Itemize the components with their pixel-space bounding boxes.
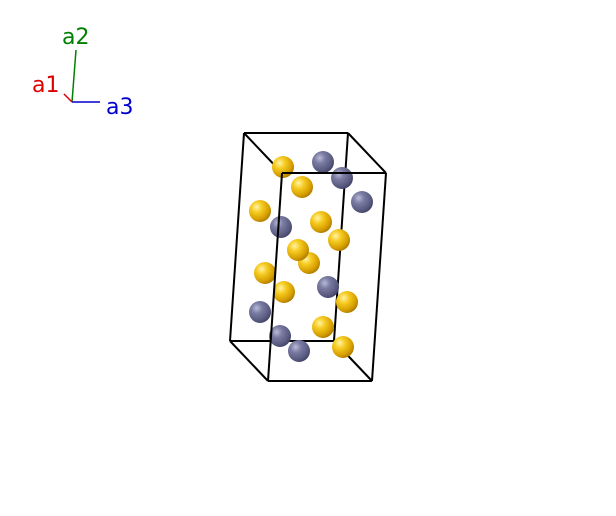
axis-a2-label: a2 [62, 25, 89, 50]
axis-a1-line [63, 93, 73, 103]
atom-gold[interactable] [310, 211, 332, 233]
axes-indicator: a2 a1 a3 [32, 25, 133, 120]
atom-slate[interactable] [312, 151, 334, 173]
atom-gold[interactable] [312, 316, 334, 338]
atom-gold[interactable] [328, 229, 350, 251]
atom-gold[interactable] [332, 336, 354, 358]
atom-slate[interactable] [288, 340, 310, 362]
atoms [249, 151, 373, 362]
axis-a1-label: a1 [32, 73, 59, 98]
atom-slate[interactable] [351, 191, 373, 213]
atom-slate[interactable] [331, 167, 353, 189]
atom-gold[interactable] [287, 239, 309, 261]
atom-gold[interactable] [336, 291, 358, 313]
atom-gold[interactable] [273, 281, 295, 303]
atom-slate[interactable] [269, 325, 291, 347]
atom-gold[interactable] [254, 262, 276, 284]
cell-edge [347, 132, 387, 174]
unit-cell-front [267, 172, 387, 382]
atom-slate[interactable] [317, 276, 339, 298]
cell-edge [371, 172, 387, 382]
cell-edge [229, 340, 269, 382]
atom-gold[interactable] [291, 176, 313, 198]
atom-slate[interactable] [249, 301, 271, 323]
cell-edge [229, 132, 245, 342]
atom-gold[interactable] [272, 156, 294, 178]
axis-a2-line [71, 49, 77, 103]
atom-slate[interactable] [270, 216, 292, 238]
atom-gold[interactable] [249, 200, 271, 222]
cell-edge [267, 172, 283, 382]
axis-a3-label: a3 [106, 95, 133, 120]
